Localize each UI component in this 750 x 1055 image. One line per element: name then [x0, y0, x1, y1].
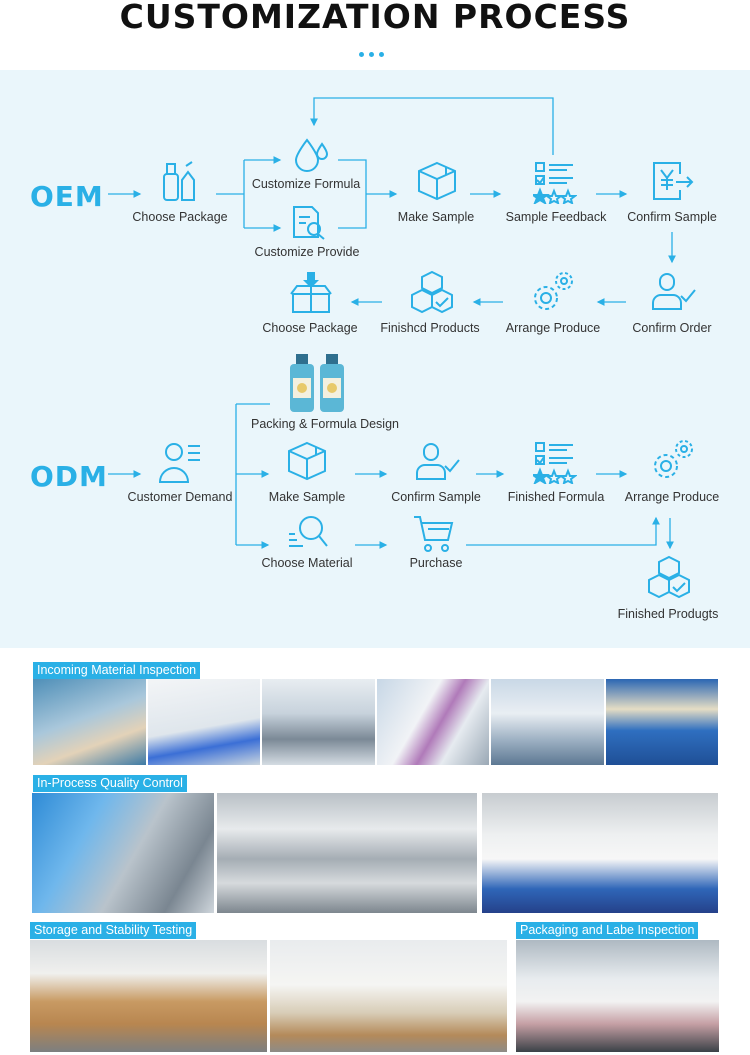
odm-confirm-sample-label: Confirm Sample: [391, 490, 481, 504]
odm-feedback-list-icon: [533, 442, 577, 484]
process-panel: [0, 70, 750, 648]
odm-cubes-check-icon: [648, 555, 690, 599]
lab-photo: [33, 679, 146, 765]
feedback-list-icon: [533, 162, 577, 204]
factory-photo: [217, 793, 477, 913]
oem-confirm-sample-label: Confirm Sample: [627, 210, 717, 224]
user-check-icon: [652, 273, 696, 310]
yen-export-icon: [653, 162, 694, 200]
lab-photo: [377, 679, 489, 765]
odm-user-check-icon: [416, 443, 460, 480]
warehouse-photo: [30, 940, 267, 1052]
water-drop-icon: [294, 138, 329, 172]
oem-arrange-produce-label: Arrange Produce: [505, 321, 601, 335]
lab-photo: [148, 679, 260, 765]
warehouse-photo: [270, 940, 507, 1052]
in-process-qc-heading: In-Process Quality Control: [33, 775, 187, 792]
packing-design-label: Packing & Formula Design: [251, 417, 399, 431]
oem-choose-package-label: Choose Package: [132, 210, 228, 224]
odm-finished-products-label: Finished Produgts: [617, 607, 719, 621]
packaging-inspection-heading: Packaging and Labe Inspection: [516, 922, 699, 939]
oem-finished-products-label: Finishcd Products: [380, 321, 480, 335]
bottles-icon: [163, 161, 195, 201]
odm-label: ODM: [30, 460, 108, 493]
customize-formula-label: Customize Formula: [251, 177, 361, 191]
factory-photo: [32, 793, 214, 913]
page-title: CUSTOMIZATION PROCESS: [119, 0, 631, 36]
storage-testing-heading: Storage and Stability Testing: [30, 922, 197, 939]
oem-choose-package-2-label: Choose Package: [262, 321, 358, 335]
oem-make-sample-label: Make Sample: [397, 210, 475, 224]
purchase-label: Purchase: [409, 556, 463, 570]
sample-feedback-label: Sample Feedback: [505, 210, 607, 224]
search-list-icon: [289, 516, 328, 547]
odm-make-sample-label: Make Sample: [268, 490, 346, 504]
gears-icon: [534, 272, 573, 310]
box-icon: [418, 161, 456, 201]
confirm-order-label: Confirm Order: [632, 321, 712, 335]
odm-gears-icon: [654, 440, 693, 478]
odm-arrange-produce-label: Arrange Produce: [624, 490, 720, 504]
user-list-icon: [158, 443, 200, 483]
lab-photo: [606, 679, 718, 765]
factory-photo: [482, 793, 718, 913]
odm-box-icon: [288, 441, 326, 481]
flow-connectors: [108, 97, 676, 550]
packaging-photo: [516, 940, 719, 1052]
incoming-inspection-heading: Incoming Material Inspection: [33, 662, 201, 679]
choose-material-label: Choose Material: [261, 556, 353, 570]
cubes-check-icon: [411, 270, 453, 314]
customer-demand-label: Customer Demand: [127, 490, 233, 504]
box-download-icon: [290, 272, 332, 313]
oem-label: OEM: [30, 180, 104, 213]
shopping-cart-icon: [414, 516, 454, 552]
customize-provide-label: Customize Provide: [254, 245, 360, 259]
finished-formula-label: Finished Formula: [507, 490, 605, 504]
title-dots: [359, 44, 395, 57]
lab-photo: [262, 679, 375, 765]
lab-photo: [491, 679, 604, 765]
document-search-icon: [293, 206, 325, 240]
product-bottles-image: [290, 354, 344, 412]
